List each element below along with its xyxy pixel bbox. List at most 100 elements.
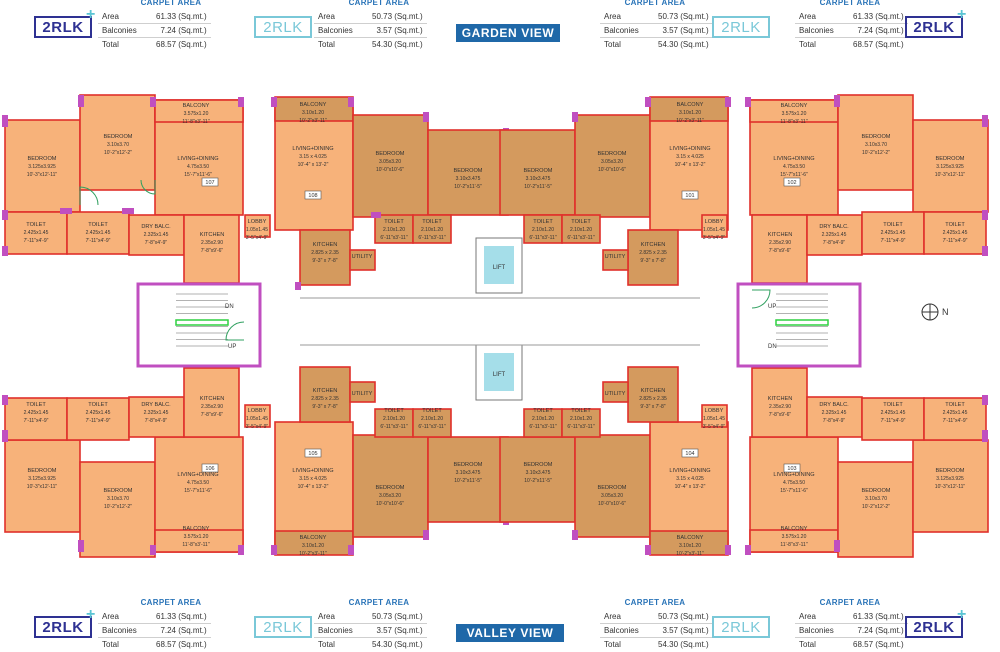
room-label: BEDROOM [936,468,965,474]
room-label: 6'-11"x3'-11" [418,235,445,241]
room-label: 3.575x1.20 [184,534,209,540]
toilet [374,408,414,438]
kitchen [183,367,240,438]
room-label: 2.35x2.90 [769,240,791,246]
plus-icon: + [957,606,967,623]
room-label: 7'-8"x9'-6" [769,412,792,418]
column [725,545,731,555]
room-label: 6'-11"x3'-11" [567,424,594,430]
column [271,97,277,107]
legend-header: CARPET AREA [624,598,686,607]
bedroom [427,436,509,523]
kitchen [751,214,808,284]
column [572,112,578,122]
room-label: 2.35x2.90 [769,404,791,410]
room-label: BEDROOM [598,485,627,491]
unit-number: 103 [787,466,796,472]
room-label: TOILET [533,219,553,225]
room-label: 9'-3" x 7'-8" [312,258,337,264]
room-label: LIVING+DINING [773,156,814,162]
room-label: DRY BALC. [819,224,849,230]
kitchen [627,366,679,423]
lift-car [484,246,514,284]
room-label: 11'-8"x3'-11" [182,119,209,125]
room-label: BEDROOM [104,488,133,494]
stair-down-label: DN [768,344,777,350]
living-dining [274,104,354,231]
room-label: TOILET [571,408,591,414]
room-label: TOILET [422,219,442,225]
column [271,545,277,555]
column [572,530,578,540]
room-label: 3.575x1.20 [782,534,807,540]
room-label: BEDROOM [454,462,483,468]
room-label: 2.10x1.20 [421,227,443,233]
unit-number: 101 [685,193,694,199]
room-label: 2.825 x 2.35 [639,250,667,256]
room-label: 7'-11"x4'-9" [24,418,49,424]
stair-up-label: UP [228,344,236,350]
room-label: 6'-11"x3'-11" [418,424,445,430]
stair-up-label: UP [768,304,776,310]
room-label: 7'-8"x4'-9" [145,418,168,424]
room-label: 10'-2"x3'-11" [676,551,704,557]
room-label: LIVING+DINING [177,156,218,162]
unit-number-box [304,190,322,200]
toilet [4,397,68,441]
room-label: TOILET [26,402,46,408]
toilet [412,408,452,438]
room-label: 3.10x3.70 [865,496,887,502]
room-label: DRY BALC. [819,402,849,408]
kitchen [299,229,351,286]
balcony [649,96,729,122]
room-label: 3.15 x 4.025 [676,154,704,160]
unit-type-badge: 2RLK [712,616,770,638]
room-label: 10'-2"x11'-5" [454,184,482,190]
room-label: 2.10x1.20 [570,416,592,422]
room-label: 7'-11"x4'-9" [943,238,968,244]
room-label: 3.10x3.70 [107,496,129,502]
column [60,208,72,214]
room-label: BALCONY [677,102,704,108]
room-label: BEDROOM [376,151,405,157]
unit-number-box [201,463,219,473]
column [834,95,840,107]
unit-type-badge: 2RLK [254,616,312,638]
room-label: 1.05x1.45 [246,227,268,233]
room-label: 2.325x1.45 [144,410,169,416]
unit-type-badge: 2RLK [254,16,312,38]
room-label: 3.10x1.20 [302,543,324,549]
room-label: 2.325x1.45 [822,232,847,238]
column [78,540,84,552]
staircase-right [736,282,862,368]
room-label: 2.35x2.90 [201,404,223,410]
toilet [523,408,563,438]
room-label: BALCONY [781,526,808,532]
toilet [374,214,414,244]
room-label: 3.10x3.475 [456,470,481,476]
room-label: TOILET [945,402,965,408]
living-dining [649,104,729,231]
room-label: 3.15 x 4.025 [676,476,704,482]
room-label: 3.125x3.925 [936,164,964,170]
room-label: 15'-7"x11'-6" [780,172,808,178]
room-label: 7'-8"x9'-6" [201,412,224,418]
column [982,210,988,220]
lobby [244,404,271,428]
room-label: KITCHEN [768,396,793,402]
room-label: BALCONY [183,103,210,109]
room-label: DRY BALC. [141,224,171,230]
column [982,395,988,405]
unit-number: 105 [308,451,317,457]
room-label: LIVING+DINING [773,472,814,478]
column [2,430,8,442]
room-label: 9'-3" x 7'-8" [312,404,337,410]
column [238,97,244,107]
room-label: 3.10x1.20 [679,110,701,116]
toilet [861,397,925,441]
room-label: KITCHEN [768,232,793,238]
